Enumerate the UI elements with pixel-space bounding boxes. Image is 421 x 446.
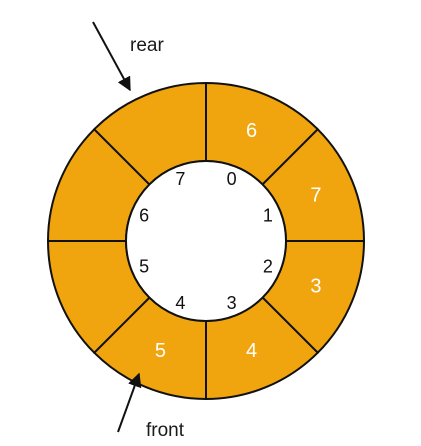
rear-pointer: rear (92, 21, 164, 92)
slot-1-value: 7 (310, 184, 321, 206)
slot-6-index: 6 (139, 205, 149, 225)
slot-4-value: 5 (155, 340, 166, 362)
slot-0-value: 6 (246, 120, 257, 142)
rear-label: rear (130, 35, 164, 56)
slot-1-index: 1 (263, 205, 273, 225)
slot-3-index: 3 (227, 293, 237, 313)
slot-4-index: 4 (175, 293, 185, 313)
rear-arrow (92, 21, 131, 92)
slot-5-index: 5 (139, 257, 149, 277)
slot-index-labels: 0 1 2 3 4 5 6 7 (139, 169, 273, 313)
slot-7-index: 7 (175, 169, 185, 189)
front-arrow (117, 372, 142, 433)
slot-3-value: 4 (246, 340, 257, 362)
ring-center-hole (125, 160, 287, 322)
queue-ring: 6 7 3 4 5 (46, 81, 366, 401)
slot-0-index: 0 (227, 169, 237, 189)
slot-2-value: 3 (310, 276, 321, 298)
front-pointer: front (117, 372, 185, 441)
front-label: front (146, 420, 185, 441)
slot-2-index: 2 (263, 257, 273, 277)
